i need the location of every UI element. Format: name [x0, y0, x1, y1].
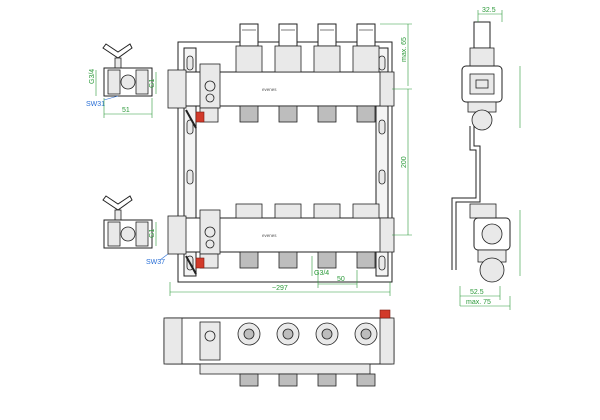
brand-top: evenes: [262, 87, 277, 92]
brand-bottom: evenes: [262, 233, 277, 238]
total-length-label: ~297: [272, 285, 288, 292]
flow-meter-4: [352, 23, 380, 73]
supply-bar: evenes: [167, 23, 395, 129]
outlet-pitch-label: 50: [337, 276, 345, 283]
flow-meter-1: [235, 23, 263, 73]
valve-bottom-conn-label: G1: [149, 229, 156, 238]
flow-meter-2: [274, 23, 302, 73]
height-mid-label: 200: [401, 156, 408, 168]
valve-top-spanner-label: SW31: [86, 101, 105, 108]
ball-valve-bottom: [102, 195, 153, 249]
valve-top-conn-label: G1: [149, 79, 156, 88]
return-bar: evenes: [167, 203, 395, 275]
side-max-label: max. 75: [466, 299, 491, 306]
side-top-label: 32.5: [482, 7, 496, 14]
valve-top-thread-label: G3/4: [89, 69, 96, 84]
ball-valve-top: [102, 43, 153, 97]
side-view: [451, 21, 511, 283]
outlet-thread-label: G3/4: [314, 270, 329, 277]
side-bottom-label: 52.5: [470, 289, 484, 296]
valve-bottom-spanner-label: SW37: [146, 259, 165, 266]
flow-meter-3: [313, 23, 341, 73]
top-view: [163, 309, 395, 387]
height-top-label: max. 65: [401, 37, 408, 62]
valve-top-width-label: 51: [122, 107, 130, 114]
